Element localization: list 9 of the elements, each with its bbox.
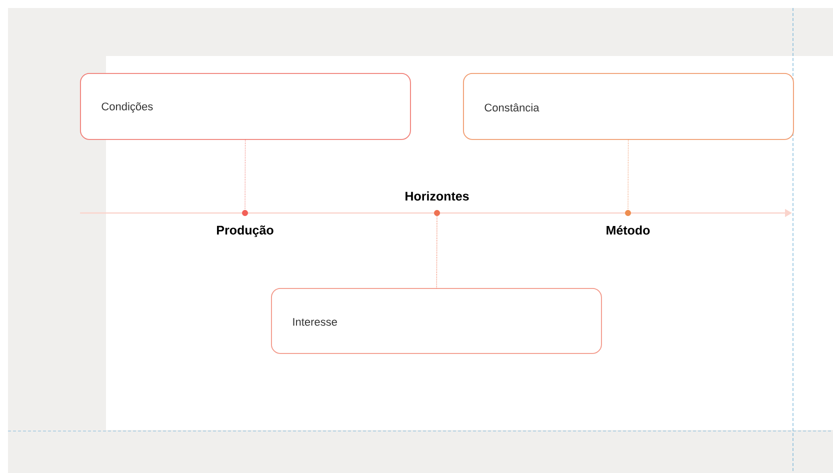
leader-line [628,140,629,210]
text-box: Constância [463,73,794,140]
text-box: Condições [80,73,411,140]
milestone-label: Horizontes [406,191,469,201]
leader-line [244,140,246,210]
leader-line [436,216,438,288]
milestone-label: Produção [217,225,274,238]
milestone-label: Método [606,225,650,235]
text-box: Interesse [271,288,602,354]
